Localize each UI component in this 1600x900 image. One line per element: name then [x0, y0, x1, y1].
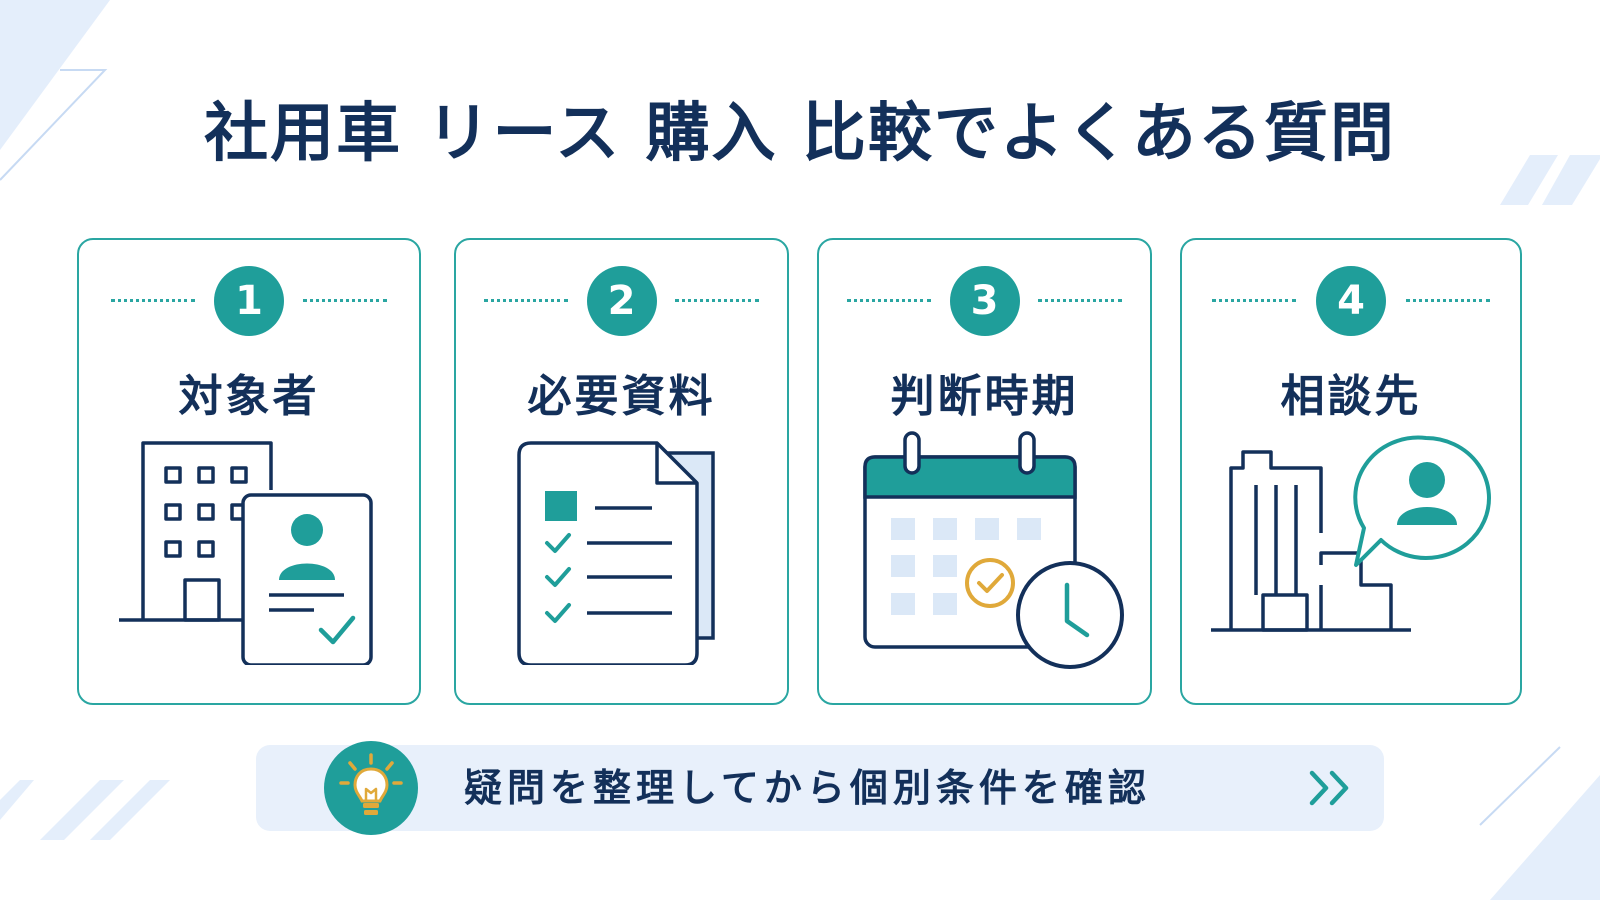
step-number-badge: 3	[949, 266, 1020, 336]
summary-banner: 疑問を整理してから個別条件を確認	[256, 741, 1384, 835]
office-consultant-icon	[1211, 435, 1491, 632]
dotted-divider-right	[1406, 299, 1490, 302]
card-consultation: 4 相談先	[1180, 238, 1522, 705]
lightbulb-badge	[324, 741, 418, 835]
step-number-badge: 2	[586, 266, 657, 336]
dotted-divider-right	[303, 299, 387, 302]
card-label: 判断時期	[890, 371, 1079, 422]
dotted-divider-left	[1212, 299, 1296, 302]
decor-bottom-left	[0, 780, 170, 840]
dotted-divider-left	[847, 299, 931, 302]
card-label: 必要資料	[527, 371, 716, 422]
calendar-clock-icon	[862, 431, 1124, 669]
card-label: 相談先	[1280, 371, 1422, 422]
dotted-divider-right	[1038, 299, 1122, 302]
checklist-document-icon	[516, 441, 715, 665]
step-number-badge: 4	[1316, 266, 1386, 336]
decor-bottom-right	[1479, 746, 1600, 900]
dotted-divider-left	[484, 299, 568, 302]
card-required-documents: 2 必要資料	[454, 238, 789, 705]
decor-top-left	[0, 0, 110, 181]
lightbulb-icon	[339, 753, 403, 815]
dotted-divider-right	[675, 299, 759, 302]
dotted-divider-left	[111, 299, 195, 302]
card-label: 対象者	[178, 371, 320, 422]
card-target-audience: 1 対象者	[77, 238, 421, 705]
building-with-id-card-icon	[119, 441, 373, 665]
decor-top-right	[1500, 155, 1600, 205]
card-decision-timing: 3 判断時期	[817, 238, 1152, 705]
page-title: 社用車 リース 購入 比較でよくある質問	[204, 97, 1396, 171]
double-chevron-right-icon	[1309, 770, 1349, 806]
banner-text: 疑問を整理してから個別条件を確認	[464, 766, 1151, 810]
step-number-badge: 1	[214, 266, 284, 336]
